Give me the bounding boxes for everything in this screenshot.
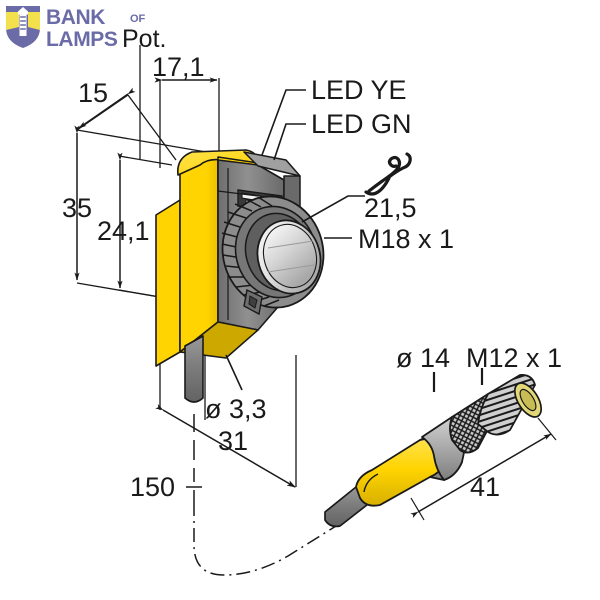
thread-m18-label: M18 x 1 (358, 224, 454, 254)
dimension-150: 150 (130, 414, 345, 576)
dimension-31-label: 31 (218, 426, 248, 456)
m12-connector-assembly (324, 374, 543, 528)
sensor-body (155, 149, 325, 403)
sensor-cable-stub (184, 335, 204, 403)
dimension-24-1-label: 24,1 (97, 216, 150, 246)
dimension-15 (78, 87, 136, 129)
connector-diameter-label: ø 14 (396, 343, 450, 373)
pot-label: Pot. (122, 25, 166, 53)
lens-nut-latch (243, 288, 263, 316)
leader-led-yellow (261, 89, 306, 156)
logo-of-text: OF (130, 13, 146, 25)
wrench-size-label: 21,5 (364, 193, 417, 223)
led-green-label: LED GN (311, 109, 412, 139)
hole-diameter-label: ø 3,3 (205, 394, 267, 424)
dimension-41-label: 41 (470, 472, 500, 502)
label-pot: Pot. (122, 25, 166, 53)
sensor-yellow-front-face (179, 155, 219, 353)
led-yellow-label: LED YE (311, 75, 407, 105)
sensor-lens (256, 219, 322, 295)
cable-centerline (193, 502, 345, 576)
dimension-41 (410, 417, 557, 521)
connector-thread-label: M12 x 1 (466, 343, 562, 373)
dimension-150-label: 150 (130, 472, 175, 502)
connector-yellow-ring (363, 473, 379, 493)
leader-wrench-size (301, 195, 365, 223)
leader-hole-diameter (225, 354, 243, 391)
dimension-15-label: 15 (78, 78, 108, 108)
dimension-31 (155, 403, 296, 488)
wrench-icon (364, 152, 412, 196)
connector-end-inner (519, 388, 537, 412)
shield-lighthouse-icon (6, 6, 40, 48)
logo-lamps-text: LAMPS (46, 28, 118, 51)
leader-led-green (273, 123, 306, 161)
dimension-35-label: 35 (62, 193, 92, 223)
logo-bank-text: BANK (46, 6, 105, 29)
sensor-yellow-left-face (155, 199, 181, 367)
dimension-17-1-label: 17,1 (152, 52, 205, 82)
bank-of-lamps-watermark: BANK OF LAMPS (6, 6, 146, 51)
